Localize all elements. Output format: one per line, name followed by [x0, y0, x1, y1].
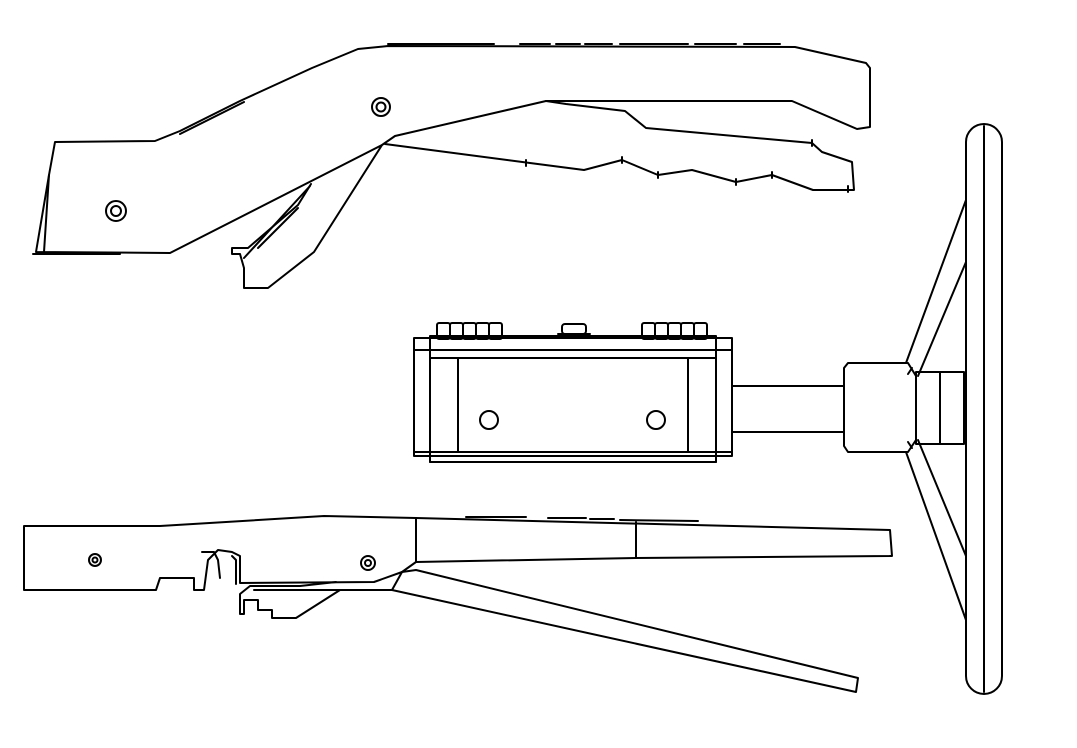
housing-nose-edge	[43, 174, 50, 253]
wheel-spoke-upper	[905, 199, 967, 364]
upper-housing-outline	[35, 45, 871, 254]
center-nut-icon	[557, 323, 591, 335]
gearbox-bottom-plate	[429, 451, 717, 463]
top-view-with-wheel	[413, 123, 1003, 695]
wheel-spoke-lower	[905, 451, 967, 621]
wheel-spoke-lower-inner	[917, 439, 967, 557]
bolt-upper-icon	[371, 97, 391, 117]
steering-hub	[843, 362, 917, 453]
lower-handle-arm	[239, 569, 859, 693]
bolt-left-icon	[88, 553, 102, 567]
side-view-lowered	[23, 515, 893, 693]
lower-link-bracket	[231, 144, 383, 289]
lower-ridge-marks	[465, 516, 699, 522]
wheel-spoke-mark-lower	[907, 441, 913, 449]
lower-link-inner	[243, 185, 311, 259]
lower-notch-detail	[201, 551, 237, 585]
mount-hole-left-icon	[479, 410, 499, 430]
wheel-spoke-upper-inner	[917, 261, 967, 377]
handle-arm	[384, 100, 855, 191]
handle-tick-marks	[525, 139, 849, 193]
lower-link-inner-2	[257, 207, 299, 249]
mount-hole-right-icon	[646, 410, 666, 430]
housing-inner-slope	[179, 101, 245, 135]
lower-housing-outline	[23, 515, 893, 591]
lower-handle-inner	[391, 571, 403, 591]
bolt-lower-icon	[105, 200, 127, 222]
wheel-spoke-mark-upper	[907, 367, 913, 375]
bolt-pivot-icon	[360, 555, 376, 571]
side-view-raised	[32, 43, 871, 289]
